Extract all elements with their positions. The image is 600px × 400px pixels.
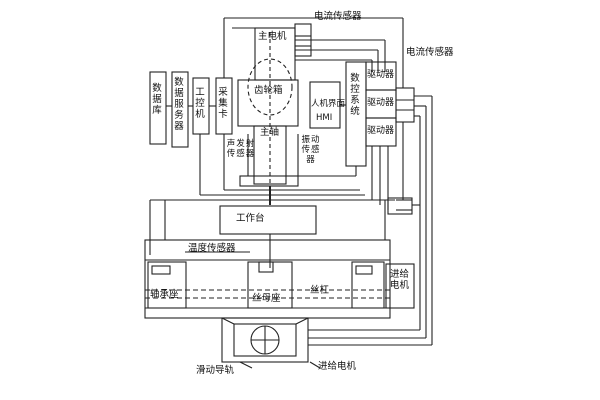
bearing-seat-label: 轴承座 (150, 289, 179, 300)
hmi-cn-label: 人机界面 (311, 99, 346, 109)
gearbox-label: 齿轮箱 (254, 85, 283, 96)
spindle-label: 主轴 (260, 127, 280, 138)
worktable-label: 工作台 (236, 213, 265, 224)
driver-2-label: 驱动器 (367, 98, 395, 108)
hmi-en-label: HMI (316, 113, 333, 123)
current-sensor-right-box (395, 87, 415, 123)
driver-3-box (365, 117, 397, 147)
worktable-box (219, 205, 317, 235)
data-server-label: 数据服务器 (174, 77, 185, 132)
feed-motor-side-box (385, 263, 415, 309)
data-server-box (171, 71, 189, 148)
driver-3-label: 驱动器 (367, 126, 395, 136)
lead-screw-label: 丝杠 (310, 285, 330, 296)
current-sensor-right-label: 电流传感器 (406, 47, 454, 58)
database-label: 数据库 (152, 83, 163, 116)
slide-rail-box (221, 317, 309, 363)
slide-rail-label: 滑动导轨 (196, 365, 235, 376)
bearing-seat-box (147, 261, 187, 309)
vibration-sensor-label: 振动传感器 (301, 135, 321, 165)
cnc-system-label: 数控系统 (350, 73, 361, 117)
feed-motor-right-label: 进给电机 (390, 269, 410, 291)
driver-1-label: 驱动器 (367, 70, 395, 80)
feed-motor-bottom-label: 进给电机 (318, 361, 357, 372)
junction-box (387, 197, 413, 215)
bed-box (144, 239, 391, 319)
temperature-sensor-label: 温度传感器 (188, 243, 236, 254)
feed-motor-right-box (351, 261, 385, 309)
current-sensor-top-label: 电流传感器 (314, 11, 362, 22)
acquisition-card-label: 采集卡 (218, 87, 229, 120)
industrial-pc-label: 工控机 (195, 87, 206, 120)
spindle-ellipse (247, 58, 293, 116)
nut-seat-label: 丝母座 (252, 293, 281, 304)
database-box (149, 71, 167, 145)
acoustic-sensor-label: 声发射传感器 (226, 139, 256, 159)
main-motor-label: 主电机 (258, 31, 287, 42)
